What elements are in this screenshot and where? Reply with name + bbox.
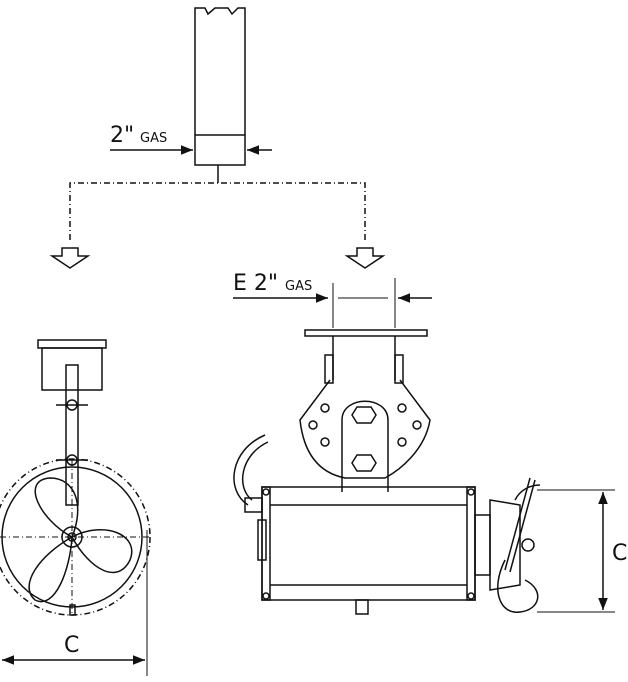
down-arrow-left-icon	[49, 247, 91, 269]
side-view	[233, 329, 541, 615]
down-arrow-right-icon	[344, 247, 386, 269]
right-dim-label: C	[612, 541, 627, 566]
pipe-top	[194, 7, 246, 183]
front-view	[0, 339, 151, 616]
branch-line	[69, 182, 366, 240]
right-prefix-label: E 2"	[233, 271, 278, 296]
top-size-label: 2"	[110, 123, 134, 148]
left-dim-label: C	[64, 633, 79, 658]
top-unit-label: GAS	[140, 131, 167, 146]
right-unit-label: GAS	[285, 279, 312, 294]
